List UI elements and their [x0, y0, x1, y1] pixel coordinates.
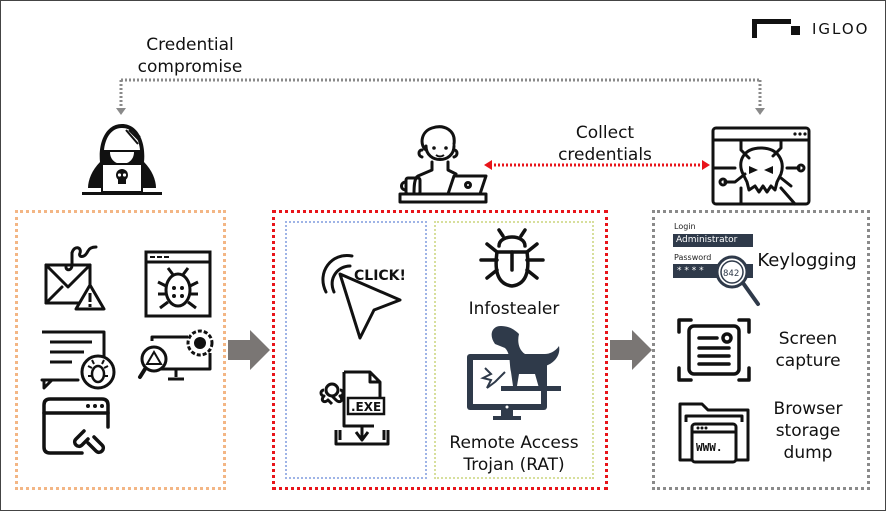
browser-dump-line1: Browser [773, 399, 843, 419]
collect-credentials-label: Collect credentials [540, 122, 670, 166]
magnifier-icon: 842 [715, 255, 760, 306]
keylogging-password-revealed: 842 [723, 269, 739, 279]
browser-storage-folder-icon: WWW. [678, 402, 750, 464]
flow-arrow-1 [228, 330, 270, 370]
malicious-skull-browser-icon [711, 126, 811, 206]
keylogging-login-caption: Login [674, 222, 696, 231]
credential-collection-stage [652, 210, 870, 490]
credential-compromise-label: Credential compromise [120, 34, 260, 78]
screen-capture-icon [677, 318, 751, 382]
malicious-message-icon [40, 330, 116, 390]
hooded-hacker-icon [82, 124, 162, 195]
collect-credentials-line1: Collect [575, 123, 635, 143]
keylogging-password-caption: Password [674, 253, 712, 262]
www-text: WWW. [696, 441, 723, 454]
malware-group [434, 221, 594, 479]
trojan-horse-rat-icon [467, 326, 561, 420]
rat-label-line1: Remote Access [449, 433, 579, 453]
bug-infostealer-icon [479, 228, 545, 288]
screen-capture-label: Screen capture [760, 328, 856, 372]
user-action-group [285, 221, 427, 479]
malicious-website-icon [144, 250, 212, 318]
igloo-logo-icon [752, 19, 800, 38]
collect-credentials-line2: credentials [558, 145, 652, 165]
screen-capture-line1: Screen [778, 329, 838, 349]
rat-label: Remote Access Trojan (RAT) [440, 432, 588, 476]
keylogging-login-value: Administrator [676, 235, 738, 245]
malicious-link-icon [42, 397, 110, 455]
infostealer-label: Infostealer [468, 299, 560, 319]
click-icon: CLICK! [321, 254, 406, 340]
rat-label-line2: Trojan (RAT) [463, 455, 565, 475]
vulnerability-scan-icon [138, 329, 214, 381]
phishing-email-icon [44, 245, 106, 311]
screen-capture-line2: capture [775, 351, 841, 371]
user-at-laptop-icon [398, 125, 488, 204]
initial-access-stage [15, 210, 226, 490]
browser-dump-line2: storage [775, 421, 841, 441]
malicious-exe-download-icon: .EXE [319, 370, 390, 446]
keylogging-login-field [673, 234, 753, 247]
credential-compromise-line2: compromise [137, 57, 243, 77]
brand-name: IGLOO [812, 20, 870, 38]
keylogging-label: Keylogging [757, 250, 857, 271]
browser-storage-dump-label: Browser storage dump [760, 398, 856, 464]
exe-text: .EXE [351, 400, 381, 414]
execution-stage [272, 210, 608, 490]
credential-compromise-arrow [116, 78, 765, 115]
flow-arrow-2 [610, 330, 652, 370]
keylogging-password-mask: * * * * [677, 266, 704, 276]
credential-compromise-line1: Credential [146, 35, 234, 55]
click-text: CLICK! [354, 268, 406, 284]
browser-dump-line3: dump [783, 443, 833, 463]
collect-credentials-arrow [484, 160, 710, 170]
